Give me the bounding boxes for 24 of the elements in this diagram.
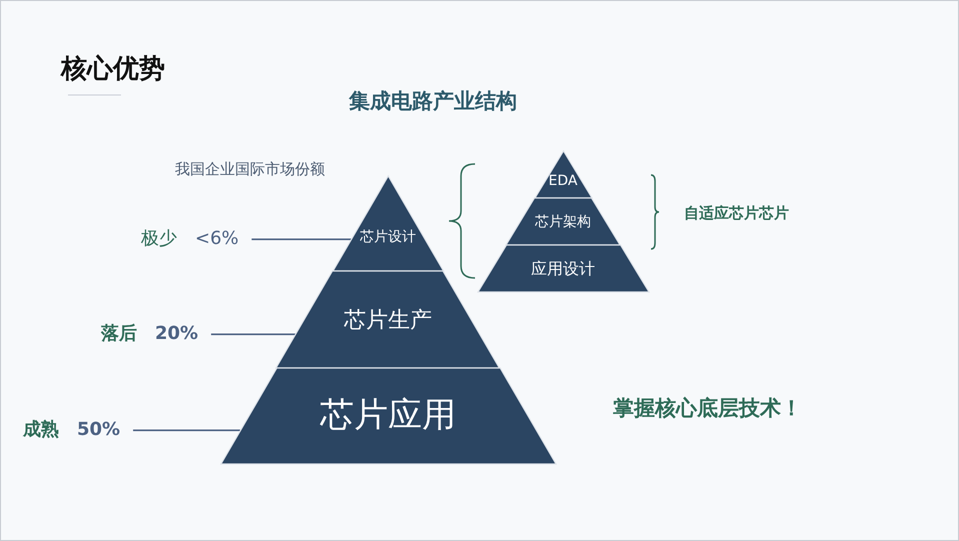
side-note: 自适应芯片芯片	[684, 204, 789, 223]
share-value: 20%	[155, 323, 198, 344]
tier-label: 芯片应用	[319, 394, 457, 436]
share-value: 50%	[77, 419, 120, 440]
leader-line	[133, 430, 240, 432]
rating-label: 落后	[101, 323, 137, 344]
chart-caption: 我国企业国际市场份额	[175, 160, 325, 179]
page-title: 核心优势	[61, 53, 165, 86]
leader-line	[211, 334, 296, 336]
slogan: 掌握核心底层技术！	[613, 395, 802, 422]
section-heading: 集成电路产业结构	[349, 88, 517, 115]
share-value: <6%	[195, 228, 239, 250]
tier-label: 应用设计	[530, 259, 596, 279]
pyramid-tier	[506, 198, 620, 245]
pyramid-tier	[220, 368, 556, 464]
rating-label: 成熟	[23, 419, 59, 440]
tier-label: 芯片设计	[358, 228, 417, 246]
pyramid-tier	[276, 271, 500, 368]
tier-label: EDA	[548, 172, 578, 190]
tier-label: 芯片架构	[534, 214, 592, 230]
tier-label: 芯片生产	[342, 308, 433, 334]
pyramid-tier	[478, 245, 648, 292]
rating-label: 极少	[141, 228, 177, 250]
leader-line	[252, 238, 352, 240]
